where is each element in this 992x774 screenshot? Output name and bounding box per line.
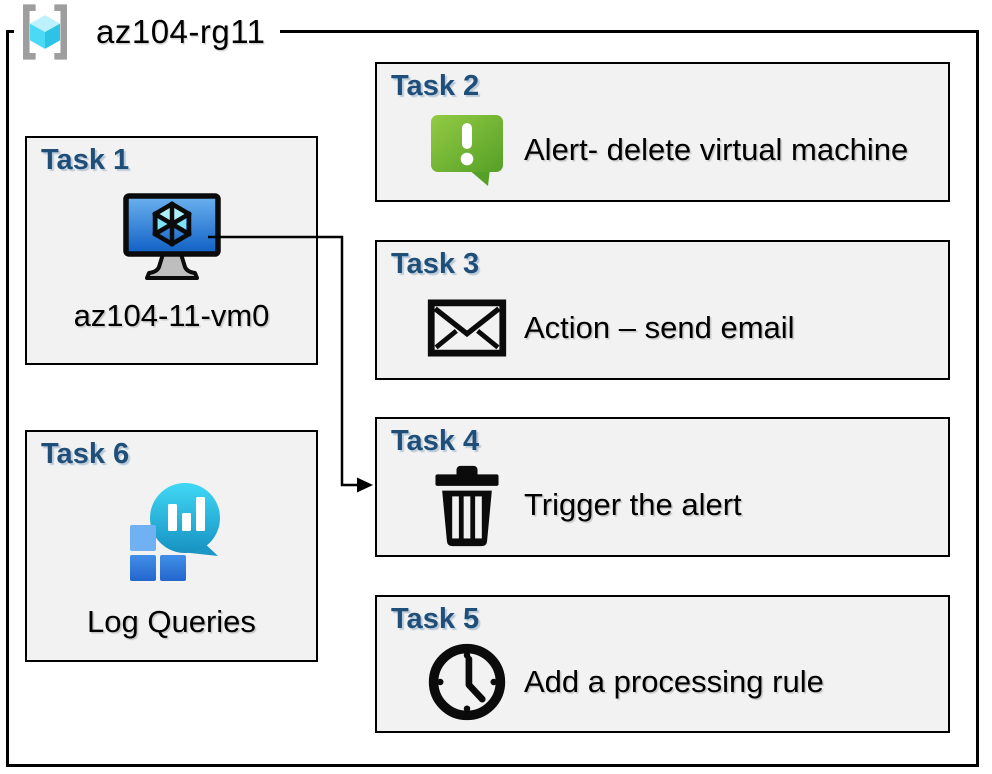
virtual-machine-icon — [27, 192, 316, 280]
task6-label: Log Queries — [87, 604, 256, 639]
task3-box: Task 3 Action – send email — [375, 240, 950, 380]
task2-title: Task 2 — [391, 70, 480, 102]
task2-box: Task 2 Alert- delete virtual machine — [375, 62, 950, 202]
log-queries-icon — [27, 480, 316, 586]
task4-box: Task 4 Trigger the alert — [375, 417, 950, 557]
task1-title: Task 1 — [41, 144, 130, 176]
alert-message-icon — [417, 111, 517, 189]
task6-box: Task 6 Log Q — [25, 430, 318, 662]
task1-label: az104-11-vm0 — [73, 298, 270, 333]
task5-title: Task 5 — [391, 603, 480, 635]
resource-group-label: az104-rg11 — [96, 13, 266, 50]
task3-label: Action – send email — [524, 310, 795, 345]
email-envelope-icon — [417, 299, 517, 357]
task1-box: Task 1 az104-11-vm0 — [25, 136, 318, 365]
resource-group-icon — [16, 3, 74, 61]
task5-box: Task 5 Add a processing rule — [375, 595, 950, 733]
task3-title: Task 3 — [391, 248, 480, 280]
task5-label: Add a processing rule — [524, 664, 824, 699]
trash-icon — [417, 462, 517, 548]
resource-group-header: az104-rg11 — [14, 2, 280, 62]
resource-group-boundary — [6, 30, 979, 767]
task4-label: Trigger the alert — [524, 487, 742, 522]
task6-title: Task 6 — [41, 438, 130, 470]
task2-label: Alert- delete virtual machine — [524, 132, 909, 167]
clock-icon — [417, 640, 517, 724]
task4-title: Task 4 — [391, 425, 480, 457]
